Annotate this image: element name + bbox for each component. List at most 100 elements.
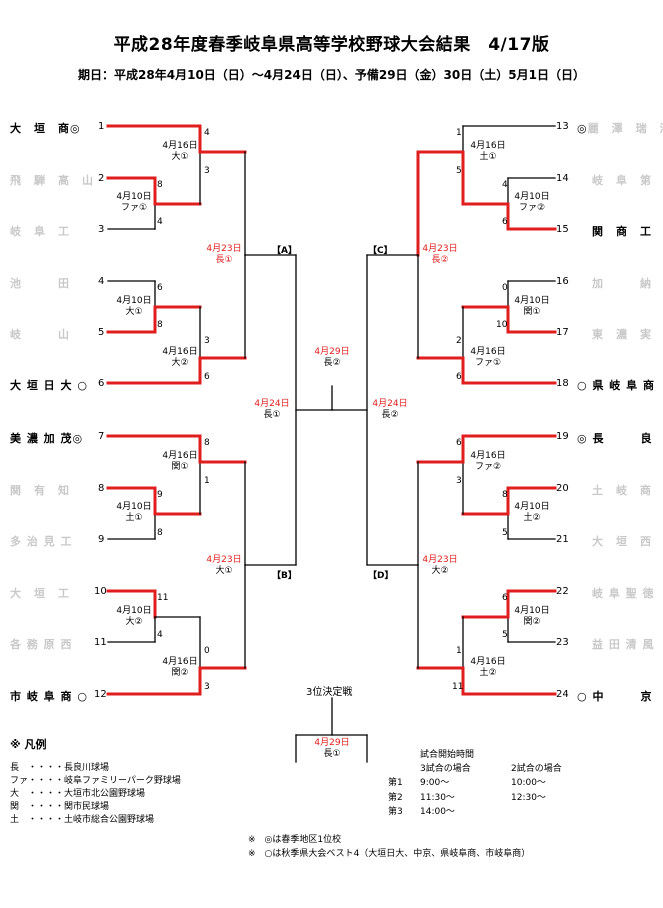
score-left: 0	[204, 646, 210, 656]
team-left-6: 大 垣 日 大 ○	[10, 379, 88, 392]
score-right: 6	[456, 438, 462, 448]
seed-left-11: 11	[94, 637, 107, 648]
seed-left-7: 7	[98, 431, 105, 442]
score-left: 8	[157, 180, 163, 190]
score-right: 1	[456, 128, 462, 138]
team-right-17: 東 濃 実	[592, 328, 652, 341]
schedule-row-label: 第1	[388, 778, 403, 788]
score-right: 6	[502, 593, 508, 603]
match-left-r1-3: 4月10日土①	[116, 502, 152, 523]
score-right: 4	[502, 180, 508, 190]
team-right-24: ○ 中 京	[577, 690, 653, 703]
score-right: 5	[502, 630, 508, 640]
score-left: 4	[157, 630, 163, 640]
legend-item: 土 ・・・・土岐市総合公園野球場	[10, 815, 155, 825]
note-fall-best4: ※ ○は秋季県大会ベスト4（大垣日大、中京、県岐阜商、市岐阜商）	[248, 849, 531, 859]
score-right: 3	[456, 476, 462, 486]
score-left: 8	[157, 528, 163, 538]
schedule-col3-heading: 3試合の場合	[420, 764, 471, 774]
match-left-r1-4: 4月10日大②	[116, 606, 152, 627]
seed-left-3: 3	[98, 224, 105, 235]
legend-item: 大 ・・・・大垣市北公園野球場	[10, 789, 146, 799]
team-right-22: 岐 阜 聖 徳	[592, 587, 655, 600]
schedule-heading: 試合開始時間	[420, 750, 475, 760]
score-left: 11	[157, 593, 169, 603]
legend-item: ファ・・・・岐阜ファミリーパーク野球場	[10, 776, 181, 786]
score-left: 8	[157, 320, 163, 330]
score-right: 5	[456, 166, 462, 176]
team-right-18: ○ 県 岐 阜 商	[577, 379, 655, 392]
team-right-15: 関 商 工	[592, 225, 652, 238]
score-right: 8	[502, 490, 508, 500]
seed-right-24: 24	[556, 689, 569, 700]
score-left: 3	[204, 682, 210, 692]
seed-left-5: 5	[98, 327, 105, 338]
score-left: 4	[204, 128, 210, 138]
team-right-13: ◎麗 澤 瑞 浪	[577, 122, 663, 135]
team-right-20: 土 岐 商	[592, 484, 652, 497]
schedule-time-3: 11:30～	[420, 793, 455, 803]
match-left-r2-1: 4月16日大①	[162, 141, 198, 162]
seed-right-13: 13	[556, 121, 569, 132]
score-right: 11	[452, 682, 464, 692]
match-left-block-b: 4月23日大①	[206, 555, 242, 576]
match-left-r2-3: 4月16日関①	[162, 451, 198, 472]
block-label-b: 【B】	[272, 571, 297, 581]
seed-left-2: 2	[98, 173, 105, 184]
match-right-r2-1: 4月16日土①	[470, 141, 506, 162]
team-left-8: 関 有 知	[10, 484, 70, 497]
team-left-7: 美 濃 加 茂◎	[10, 432, 84, 445]
match-left-r2-4: 4月16日関②	[162, 657, 198, 678]
match-right-r2-3: 4月16日ファ②	[470, 451, 506, 472]
team-right-14: 岐 阜 第 一	[592, 174, 663, 187]
seed-right-14: 14	[556, 173, 569, 184]
team-right-16: 加 納	[592, 277, 652, 290]
schedule-subtitle: 期日：平成28年4月10日（日）～4月24日（日）、予備29日（金）30日（土）…	[78, 68, 585, 82]
team-left-5: 岐 山	[10, 328, 70, 341]
note-spring-first: ※ ◎は春季地区1位校	[248, 835, 342, 845]
score-left: 3	[204, 166, 210, 176]
legend-item: 長 ・・・・長良川球場	[10, 763, 110, 773]
match-right-r1-4: 4月10日関②	[514, 606, 550, 627]
match-third-place: 4月29日長①	[314, 738, 350, 759]
match-right-r2-4: 4月16日土②	[470, 657, 506, 678]
team-right-23: 益 田 清 風	[592, 638, 655, 651]
schedule-time-2: 10:00～	[511, 778, 546, 788]
seed-left-4: 4	[98, 276, 105, 287]
seed-left-9: 9	[98, 534, 105, 545]
team-left-3: 岐 阜 工	[10, 225, 70, 238]
score-right: 2	[456, 336, 462, 346]
team-left-9: 多 治 見 工	[10, 535, 73, 548]
seed-left-8: 8	[98, 483, 105, 494]
seed-right-21: 21	[556, 534, 569, 545]
score-left: 6	[204, 372, 210, 382]
schedule-row-label: 第3	[388, 807, 403, 817]
team-right-19: ◎ 長 良	[577, 432, 653, 445]
team-left-2: 飛 騨 高 山	[10, 174, 94, 187]
third-place-label: 3位決定戦	[306, 687, 353, 698]
score-left: 1	[204, 476, 210, 486]
team-left-12: 市 岐 阜 商 ○	[10, 690, 88, 703]
score-left: 8	[204, 438, 210, 448]
seed-right-23: 23	[556, 637, 569, 648]
seed-left-10: 10	[94, 586, 107, 597]
legend-list: 長 ・・・・長良川球場 ファ・・・・岐阜ファミリーパーク野球場 大 ・・・・大垣…	[10, 762, 181, 827]
match-left-semifinal: 4月24日長①	[254, 399, 290, 420]
match-left-r1-2: 4月10日大①	[116, 296, 152, 317]
seed-right-20: 20	[556, 483, 569, 494]
match-right-block-c: 4月23日長②	[422, 244, 458, 265]
seed-left-12: 12	[94, 689, 107, 700]
score-left: 9	[157, 490, 163, 500]
match-left-r1-1: 4月10日ファ①	[116, 192, 152, 213]
match-right-semifinal: 4月24日長②	[372, 399, 408, 420]
team-left-11: 各 務 原 西	[10, 638, 73, 651]
match-final: 4月29日長②	[314, 347, 350, 368]
schedule-col2-heading: 2試合の場合	[511, 764, 562, 774]
seed-left-1: 1	[98, 121, 105, 132]
score-right: 5	[502, 528, 508, 538]
seed-right-22: 22	[556, 586, 569, 597]
match-right-r2-2: 4月16日ファ①	[470, 347, 506, 368]
legend-heading: ※ 凡例	[10, 738, 47, 751]
block-label-d: 【D】	[368, 571, 394, 581]
